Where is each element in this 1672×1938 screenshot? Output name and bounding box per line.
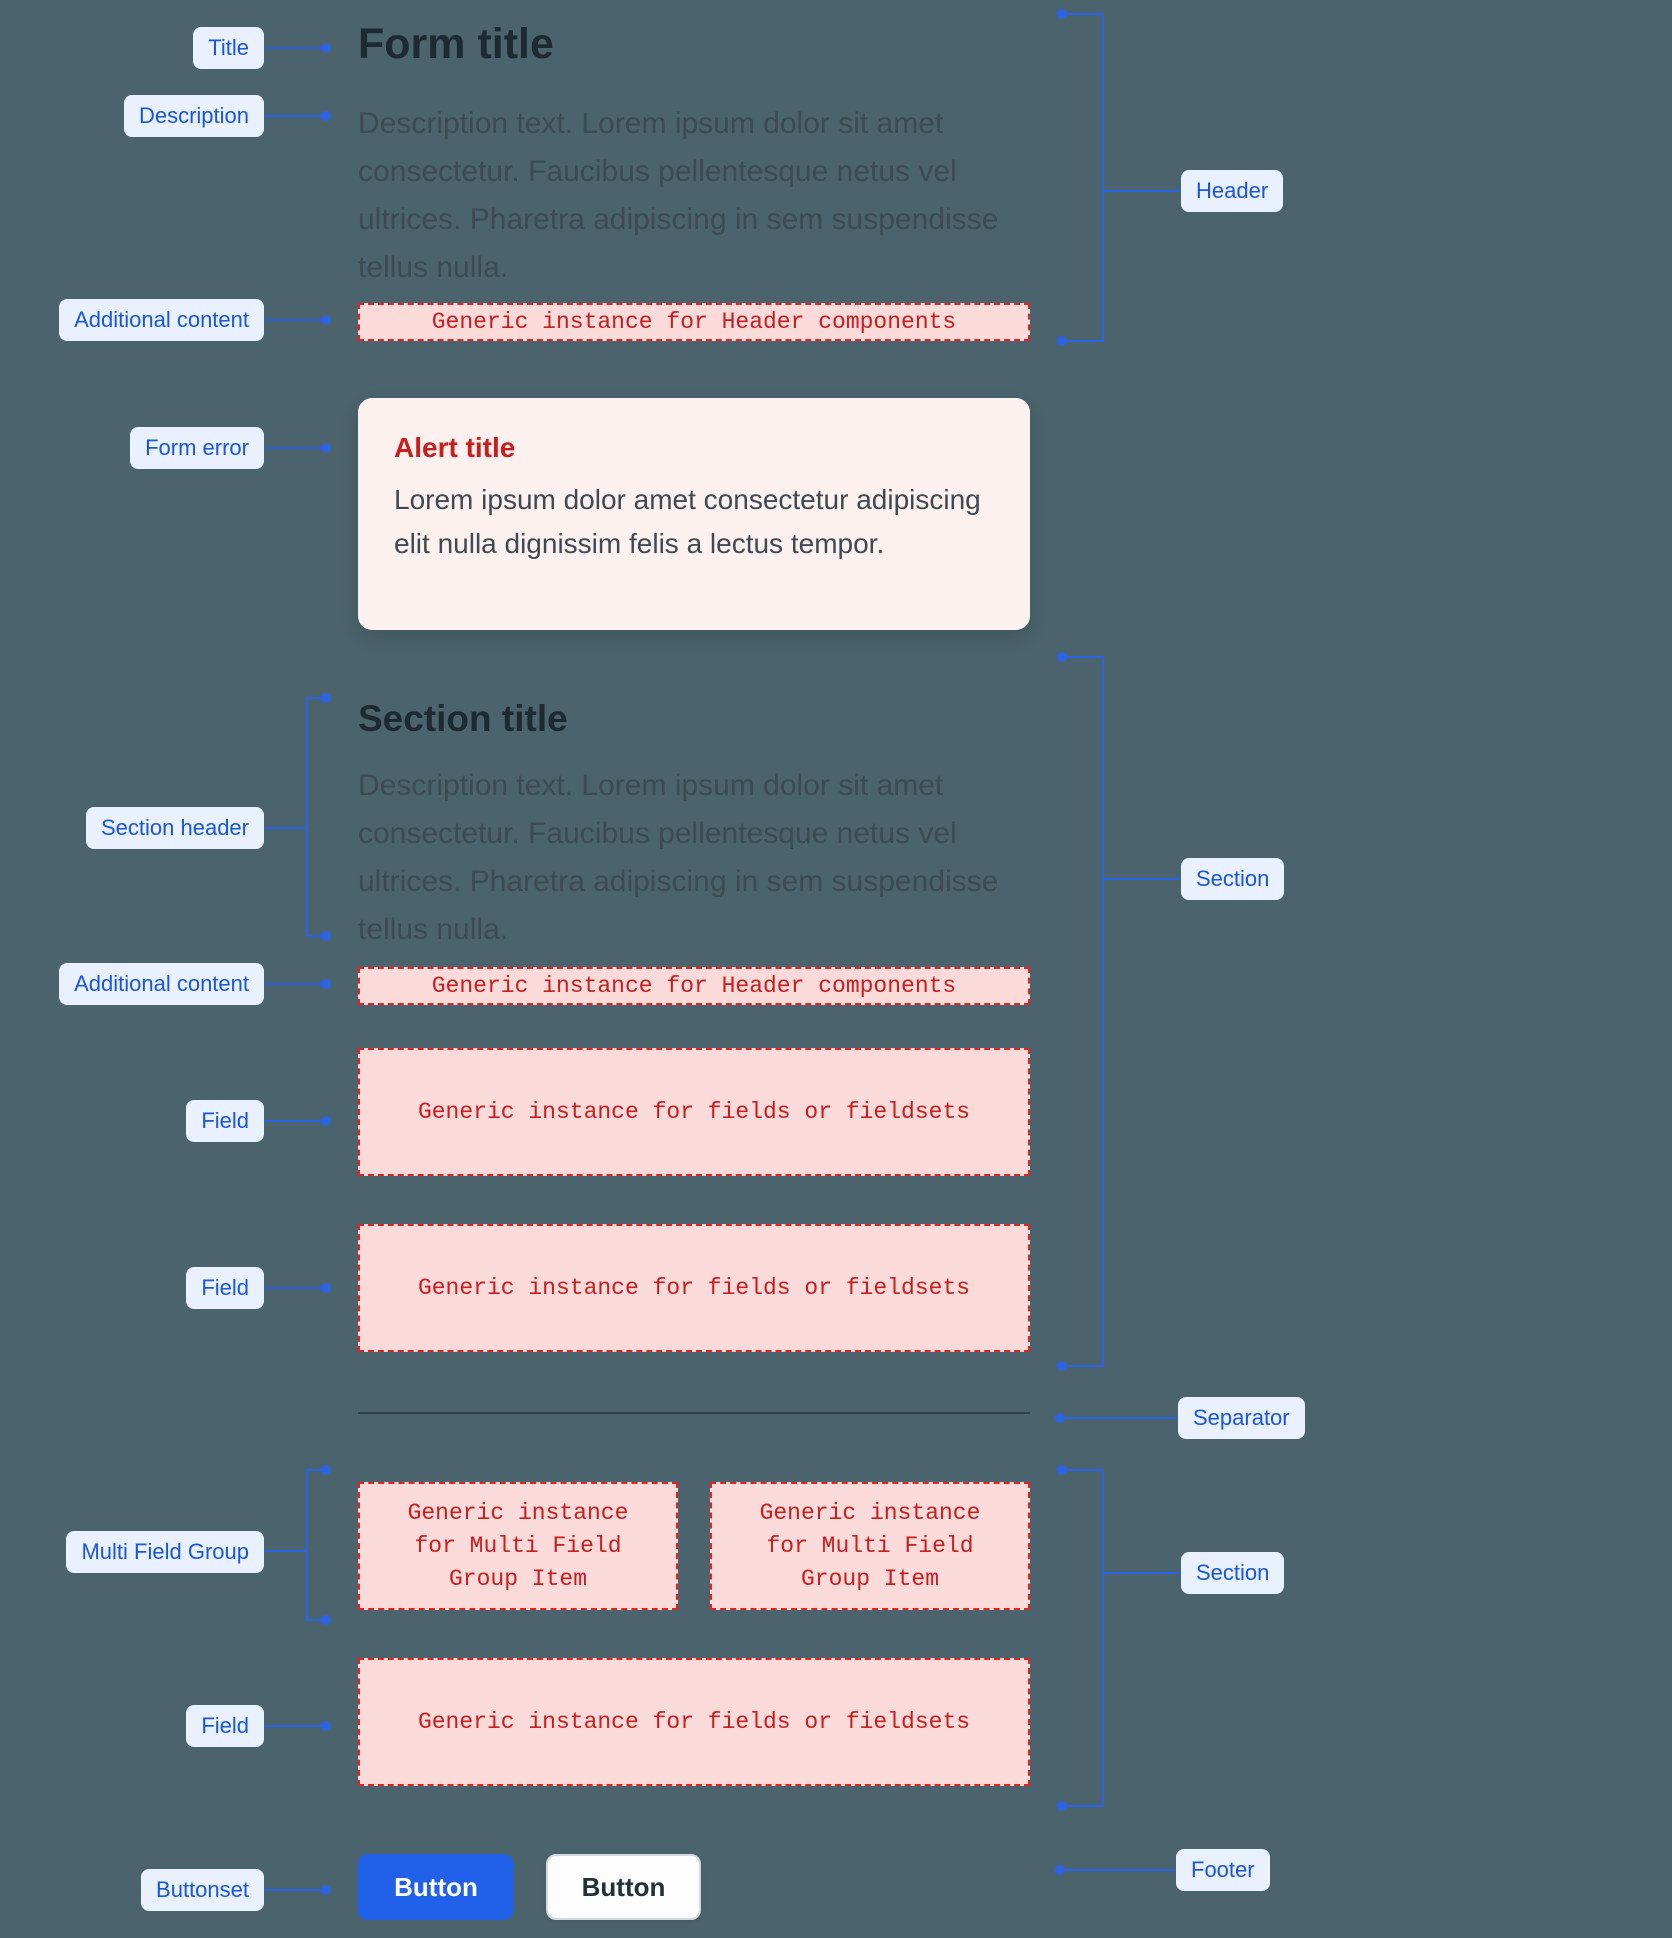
connector-line [1064, 1805, 1102, 1807]
connector-dot [321, 443, 331, 453]
connector-bracket [1102, 656, 1104, 1367]
connector-line [264, 983, 321, 985]
connector-dot [321, 315, 331, 325]
annotation-field-1: Field [186, 1100, 264, 1142]
annotation-multi-field-group: Multi Field Group [66, 1531, 264, 1573]
connector-dot [321, 1283, 331, 1293]
connector-dot [321, 1885, 331, 1895]
form-title: Form title [358, 20, 554, 68]
field-placeholder-1: Generic instance for fields or fieldsets [358, 1048, 1030, 1176]
connector-dot [1057, 9, 1067, 19]
connector-dot [1057, 652, 1067, 662]
multi-field-group-item-2: Generic instance for Multi Field Group I… [710, 1482, 1030, 1610]
field-placeholder-2: Generic instance for fields or fieldsets [358, 1224, 1030, 1352]
connector-line [264, 1120, 321, 1122]
connector-line [264, 1889, 321, 1891]
primary-button[interactable]: Button [358, 1854, 514, 1920]
annotation-additional-content-1: Additional content [59, 299, 264, 341]
connector-line [308, 1619, 322, 1621]
connector-dot [321, 979, 331, 989]
multi-field-group-item-1: Generic instance for Multi Field Group I… [358, 1482, 678, 1610]
connector-dot [1055, 1865, 1065, 1875]
connector-line [1064, 13, 1102, 15]
connector-line [264, 319, 321, 321]
connector-dot [321, 693, 331, 703]
annotation-field-2: Field [186, 1267, 264, 1309]
connector-line [1104, 1572, 1181, 1574]
alert-body: Lorem ipsum dolor amet consectetur adipi… [394, 484, 981, 559]
connector-dot [321, 1116, 331, 1126]
connector-dot [1057, 1801, 1067, 1811]
secondary-button[interactable]: Button [546, 1854, 701, 1920]
connector-dot [1057, 336, 1067, 346]
annotation-field-3: Field [186, 1705, 264, 1747]
connector-line [264, 827, 308, 829]
connector-dot [1055, 1413, 1065, 1423]
header-additional-content-placeholder: Generic instance for Header components [358, 303, 1030, 341]
connector-dot [321, 1615, 331, 1625]
connector-line [264, 447, 321, 449]
connector-line [1064, 1469, 1102, 1471]
connector-dot [321, 931, 331, 941]
connector-line [1064, 340, 1102, 342]
connector-bracket [1102, 13, 1104, 342]
connector-line [1063, 1417, 1178, 1419]
connector-dot [321, 1721, 331, 1731]
connector-dot [321, 1465, 331, 1475]
connector-bracket [1102, 1469, 1104, 1807]
connector-dot [321, 43, 331, 53]
connector-line [264, 1550, 308, 1552]
form-error-alert: Alert title Lorem ipsum dolor amet conse… [358, 398, 1030, 630]
connector-line [1064, 1365, 1102, 1367]
annotation-section-2: Section [1181, 1552, 1285, 1594]
connector-line [1064, 656, 1102, 658]
annotation-section-header: Section header [86, 807, 264, 849]
connector-dot [1057, 1361, 1067, 1371]
connector-bracket [306, 1469, 308, 1621]
connector-line [264, 1287, 321, 1289]
annotation-section-1: Section [1181, 858, 1285, 900]
connector-line [308, 935, 322, 937]
annotation-footer: Footer [1176, 1849, 1270, 1891]
alert-title: Alert title [394, 432, 516, 463]
annotation-title: Title [193, 27, 264, 69]
section-separator-line [358, 1412, 1030, 1414]
section-title: Section title [358, 698, 568, 739]
connector-line [1104, 190, 1181, 192]
connector-line [264, 47, 321, 49]
connector-bracket [306, 697, 308, 937]
section-description: Description text. Lorem ipsum dolor sit … [358, 769, 999, 946]
field-placeholder-3: Generic instance for fields or fieldsets [358, 1658, 1030, 1786]
annotation-form-error: Form error [130, 427, 264, 469]
connector-line [1063, 1869, 1176, 1871]
connector-line [308, 697, 322, 699]
connector-line [1104, 878, 1181, 880]
form-description: Description text. Lorem ipsum dolor sit … [358, 107, 999, 284]
annotation-header: Header [1181, 170, 1284, 212]
annotation-description: Description [123, 95, 264, 137]
annotation-additional-content-2: Additional content [59, 963, 264, 1005]
connector-line [264, 1725, 321, 1727]
connector-dot [1057, 1465, 1067, 1475]
annotation-separator: Separator [1178, 1397, 1305, 1439]
section-additional-content-placeholder: Generic instance for Header components [358, 967, 1030, 1005]
annotation-buttonset: Buttonset [141, 1869, 264, 1911]
connector-dot [321, 111, 331, 121]
connector-line [264, 115, 321, 117]
connector-line [308, 1469, 322, 1471]
